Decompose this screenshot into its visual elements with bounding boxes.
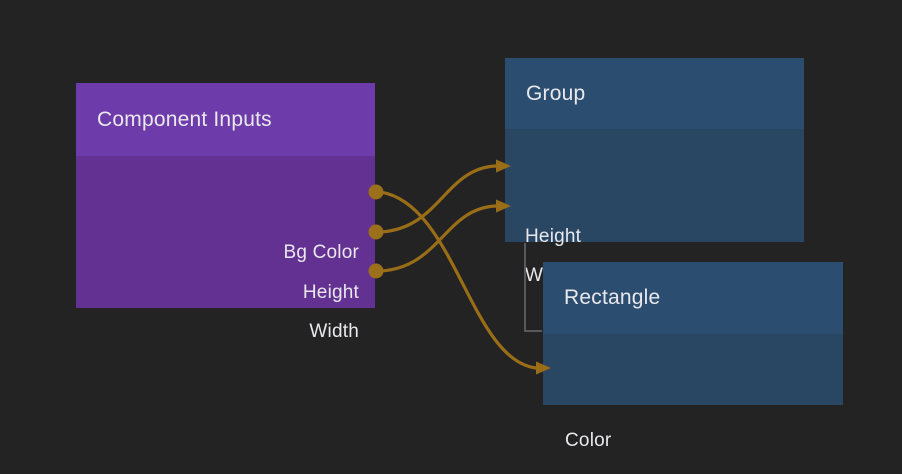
node-rectangle[interactable]: Rectangle Color xyxy=(543,262,843,451)
port-label: Color xyxy=(565,430,612,451)
node-rectangle-header[interactable]: Rectangle xyxy=(543,262,843,334)
node-title: Group xyxy=(526,81,586,105)
node-title: Component Inputs xyxy=(97,107,272,131)
node-group-body: Height Width xyxy=(505,129,804,286)
node-rectangle-body: Color xyxy=(543,334,843,451)
wire-width-to-group-width[interactable] xyxy=(378,204,498,273)
port-label: Width xyxy=(309,321,359,342)
input-port-color[interactable]: Color xyxy=(565,429,611,453)
port-label: Height xyxy=(525,226,582,247)
input-port-height[interactable]: Height xyxy=(525,225,581,249)
node-group[interactable]: Group Height Width xyxy=(505,58,804,286)
port-label: Bg Color xyxy=(283,242,359,263)
output-port-bg-color[interactable]: Bg Color xyxy=(283,241,359,265)
node-title: Rectangle xyxy=(564,286,661,309)
output-port-height[interactable]: Height xyxy=(303,281,359,305)
node-component-inputs-header[interactable]: Component Inputs xyxy=(76,83,375,156)
node-group-header[interactable]: Group xyxy=(505,58,804,129)
wire-height-to-group-height[interactable] xyxy=(378,164,498,234)
node-component-inputs[interactable]: Component Inputs Bg Color Height Width xyxy=(76,83,375,342)
port-label: Height xyxy=(302,282,359,303)
output-port-width[interactable]: Width xyxy=(309,320,359,344)
node-component-inputs-body: Bg Color Height Width xyxy=(76,156,375,342)
